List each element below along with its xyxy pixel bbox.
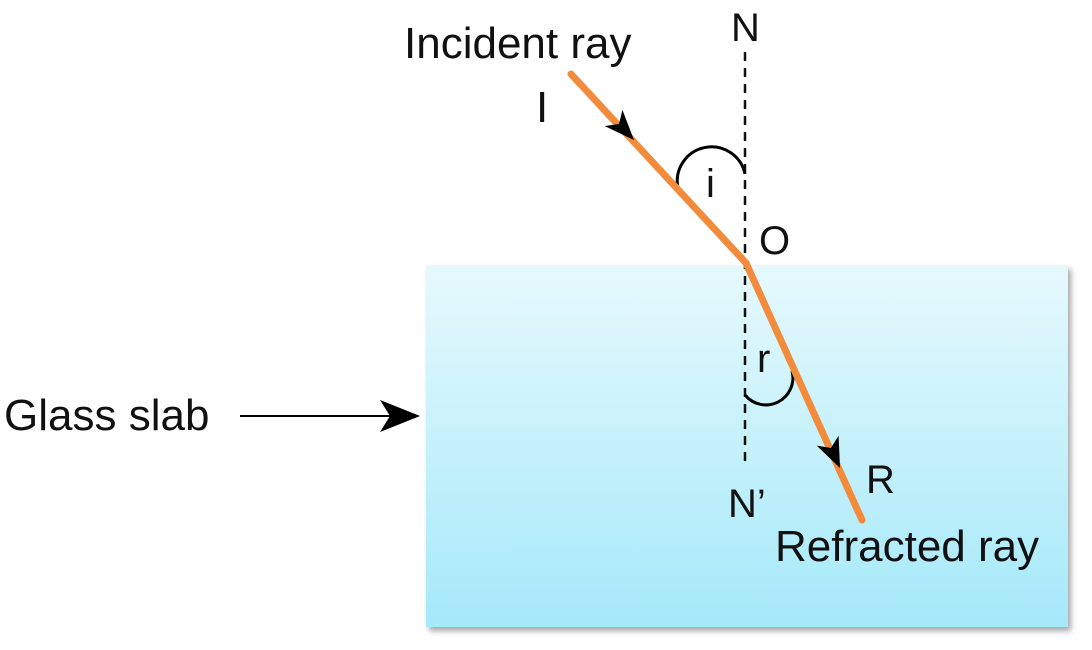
incident-arrowhead-icon bbox=[604, 109, 634, 140]
incident-ray-label: Incident ray bbox=[404, 19, 631, 68]
point-o-label: O bbox=[759, 219, 790, 263]
normal-bottom-label: N’ bbox=[728, 482, 766, 526]
angle-i-label: i bbox=[706, 162, 715, 206]
normal-top-label: N bbox=[731, 6, 760, 50]
refracted-ray bbox=[742, 259, 866, 524]
angle-i-arc bbox=[675, 145, 747, 189]
incident-point-label: I bbox=[536, 83, 548, 132]
incident-ray bbox=[567, 70, 750, 267]
glass-slab bbox=[426, 265, 1068, 627]
angle-r-label: r bbox=[757, 337, 770, 381]
glass-slab-pointer-arrowhead-icon bbox=[380, 400, 420, 432]
refracted-ray-label: Refracted ray bbox=[775, 522, 1039, 571]
angle-r-arc bbox=[743, 370, 795, 407]
point-r-label: R bbox=[866, 458, 895, 502]
glass-slab-label: Glass slab bbox=[4, 391, 209, 440]
refracted-arrowhead-icon bbox=[816, 435, 840, 468]
